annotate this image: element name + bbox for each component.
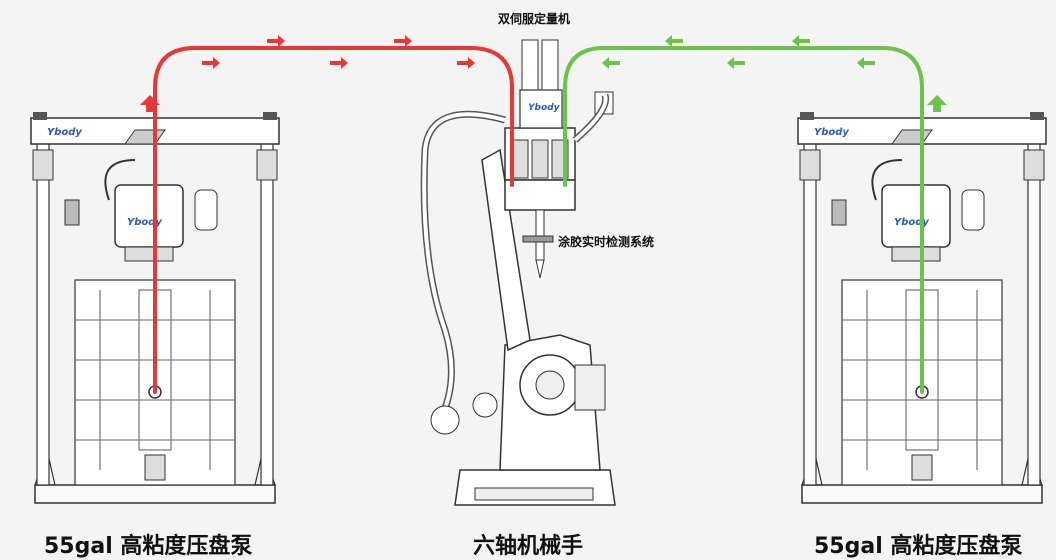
dispenser-label: 双伺服定量机 [498,12,571,26]
inspection-label: 涂胶实时检测系统 [558,235,655,249]
left-pump-label: 55gal 高粘度压盘泵 [44,534,253,559]
right-motor-brand-logo: Ybody [894,217,929,228]
left-pump-brand-logo: Ybody [47,127,82,138]
green-flow-arrows [602,35,947,112]
right-pump-label: 55gal 高粘度压盘泵 [814,534,1023,559]
red-flow-arrows [140,35,475,112]
right-pump-brand-logo: Ybody [814,127,849,138]
robot-arm-illustration: Ybody [420,39,616,506]
green-supply-line [563,46,924,394]
dispenser-brand-logo: Ybody [528,103,561,113]
robot-label: 六轴机械手 [473,534,584,559]
red-supply-line [153,46,514,394]
right-pump-illustration: Ybody Ybody [797,111,1047,504]
left-pump-illustration: Ybody Ybody [30,111,280,504]
left-motor-brand-logo: Ybody [127,217,162,228]
